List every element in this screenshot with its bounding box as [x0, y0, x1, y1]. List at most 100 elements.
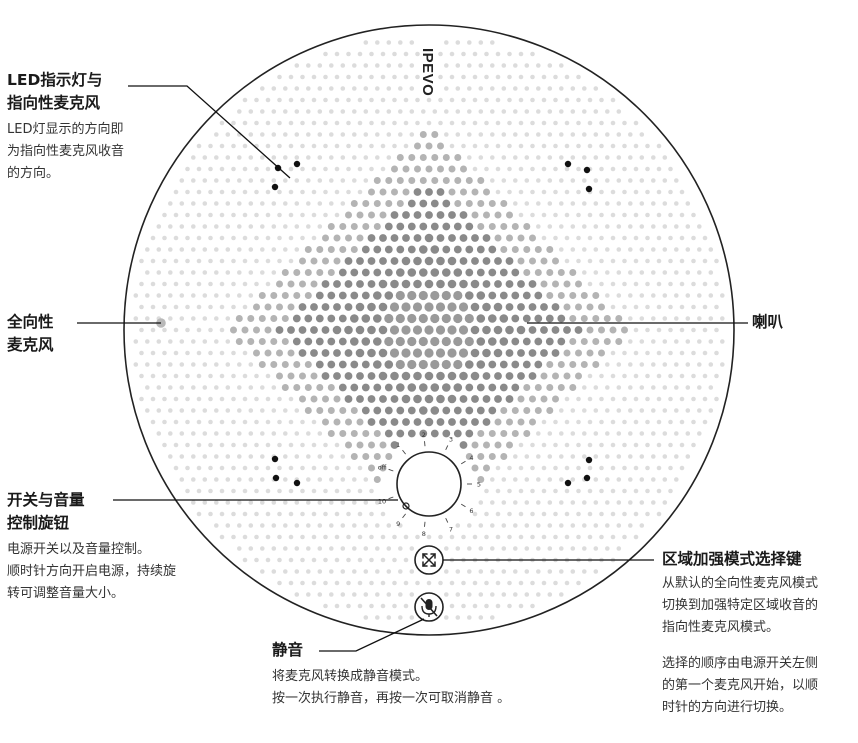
grill-dot: [340, 569, 346, 574]
led-dot: [583, 166, 591, 174]
grill-dot: [622, 511, 627, 517]
grill-dot: [461, 580, 466, 586]
grill-dot: [513, 63, 518, 68]
grill-dot: [651, 316, 656, 321]
grill-dot: [248, 201, 254, 206]
grill-dot: [444, 132, 449, 137]
grill-dot: [528, 372, 537, 380]
grill-dot: [237, 247, 242, 252]
grill-dot: [564, 465, 570, 471]
led-dot: [585, 456, 593, 464]
grill-dot: [720, 339, 725, 344]
mute-button[interactable]: [414, 592, 444, 622]
grill-dot: [254, 97, 259, 103]
grill-dot: [277, 74, 282, 80]
dial-tick-label: 8: [422, 530, 426, 538]
grill-dot: [610, 396, 616, 402]
grill-dot: [401, 371, 411, 381]
grill-dot: [702, 327, 708, 333]
grill-dot: [431, 131, 439, 138]
grill-dot: [622, 350, 627, 356]
grill-dot: [668, 281, 673, 287]
grill-dot: [373, 314, 382, 323]
grill-dot: [258, 338, 266, 345]
grill-dot: [529, 395, 536, 403]
callout-desc: 为指向性麦克风收音: [7, 144, 125, 159]
grill-dot: [651, 362, 656, 367]
grill-dot: [327, 291, 336, 300]
grill-dot: [415, 51, 420, 57]
grill-dot: [599, 442, 604, 448]
grill-dot: [407, 406, 416, 415]
grill-dot: [306, 546, 311, 551]
grill-dot: [547, 109, 553, 114]
grill-dot: [340, 477, 346, 482]
grill-dot: [645, 166, 650, 172]
grill-dot: [513, 178, 518, 183]
grill-dot: [339, 223, 347, 230]
grill-dot: [691, 258, 696, 264]
grill-dot: [536, 431, 541, 436]
grill-dot: [628, 155, 633, 160]
grill-dot: [639, 224, 645, 229]
grill-dot: [461, 603, 466, 609]
grill-dot: [528, 280, 537, 288]
grill-dot: [294, 224, 300, 229]
grill-dot: [260, 247, 265, 252]
grill-dot: [536, 132, 541, 137]
brand-logo: IPEVO: [419, 48, 436, 96]
grill-dot: [564, 419, 570, 425]
grill-dot: [277, 511, 282, 517]
grill-dot: [241, 326, 249, 334]
expand-arrows-icon: [422, 553, 436, 567]
grill-dot: [494, 441, 502, 449]
grill-dot: [219, 534, 225, 540]
grill-dot: [424, 279, 434, 289]
grill-dot: [547, 431, 553, 436]
callout-desc: 顺时针方向开启电源，持续旋: [7, 564, 177, 579]
grill-dot: [495, 488, 501, 494]
grill-dot: [524, 523, 530, 528]
grill-dot: [553, 511, 558, 517]
grill-dot: [299, 395, 306, 403]
grill-dot: [593, 385, 599, 390]
grill-dot: [357, 488, 363, 494]
grill-dot: [225, 201, 231, 206]
grill-dot: [499, 383, 508, 392]
grill-dot: [472, 166, 478, 172]
grill-dot: [208, 166, 213, 172]
grill-dot: [380, 97, 386, 103]
grill-dot: [668, 488, 673, 494]
dial-tick-label: 6: [469, 507, 473, 515]
grill-dot: [616, 546, 622, 551]
grill-dot: [294, 569, 300, 574]
grill-dot: [300, 511, 305, 517]
grill-dot: [254, 281, 259, 287]
grill-dot: [587, 143, 593, 149]
zone-mode-button[interactable]: [414, 545, 444, 575]
grill-dot: [254, 258, 259, 264]
grill-dot: [334, 143, 340, 149]
dial-knob[interactable]: [396, 451, 462, 517]
grill-dot: [557, 337, 566, 346]
grill-dot: [208, 396, 213, 402]
grill-dot: [436, 188, 445, 196]
grill-dot: [455, 615, 461, 620]
grill-dot: [582, 155, 587, 160]
grill-dot: [674, 362, 679, 367]
grill-dot: [513, 155, 518, 160]
grill-dot: [398, 132, 403, 137]
leader-mute: [319, 618, 425, 652]
grill-dot: [352, 63, 357, 68]
grill-dot: [327, 269, 335, 276]
grill-dot: [582, 385, 587, 390]
grill-dot: [545, 337, 554, 346]
grill-dot: [413, 418, 422, 426]
grill-dot: [559, 63, 564, 68]
grill-dot: [294, 155, 300, 160]
grill-dot: [524, 592, 530, 597]
grill-dot: [329, 569, 334, 574]
grill-dot: [541, 511, 547, 517]
grill-dot: [378, 325, 388, 335]
